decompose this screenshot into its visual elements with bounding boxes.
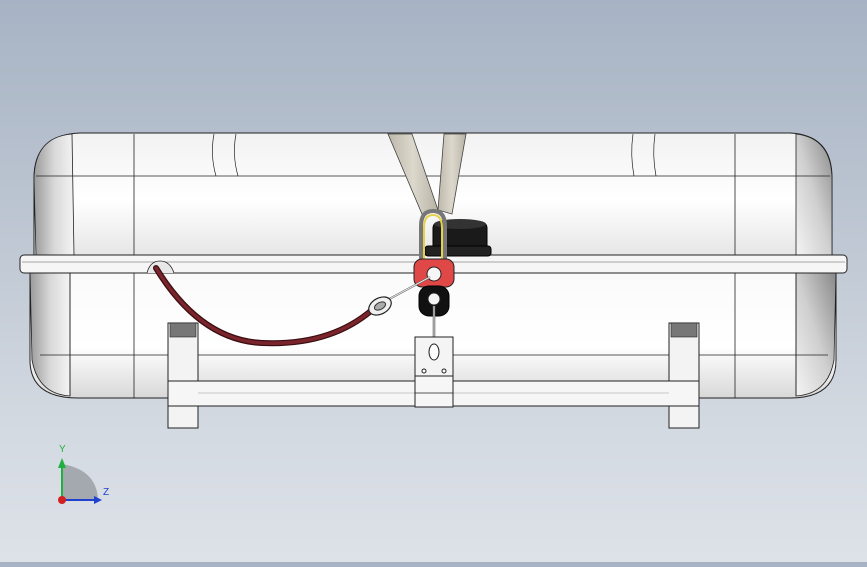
shackle[interactable] — [419, 208, 447, 262]
y-axis-label: Y — [59, 444, 66, 455]
coordinate-triad — [58, 458, 102, 504]
mounting-cradle[interactable] — [167, 322, 700, 429]
case-lid[interactable] — [33, 132, 833, 256]
lanyard-cord[interactable] — [153, 265, 431, 347]
pull-pin[interactable] — [414, 306, 454, 378]
gas-cylinder-cap[interactable] — [424, 219, 492, 257]
shoulder-strap[interactable] — [387, 133, 467, 215]
z-axis-label: Z — [103, 487, 110, 498]
